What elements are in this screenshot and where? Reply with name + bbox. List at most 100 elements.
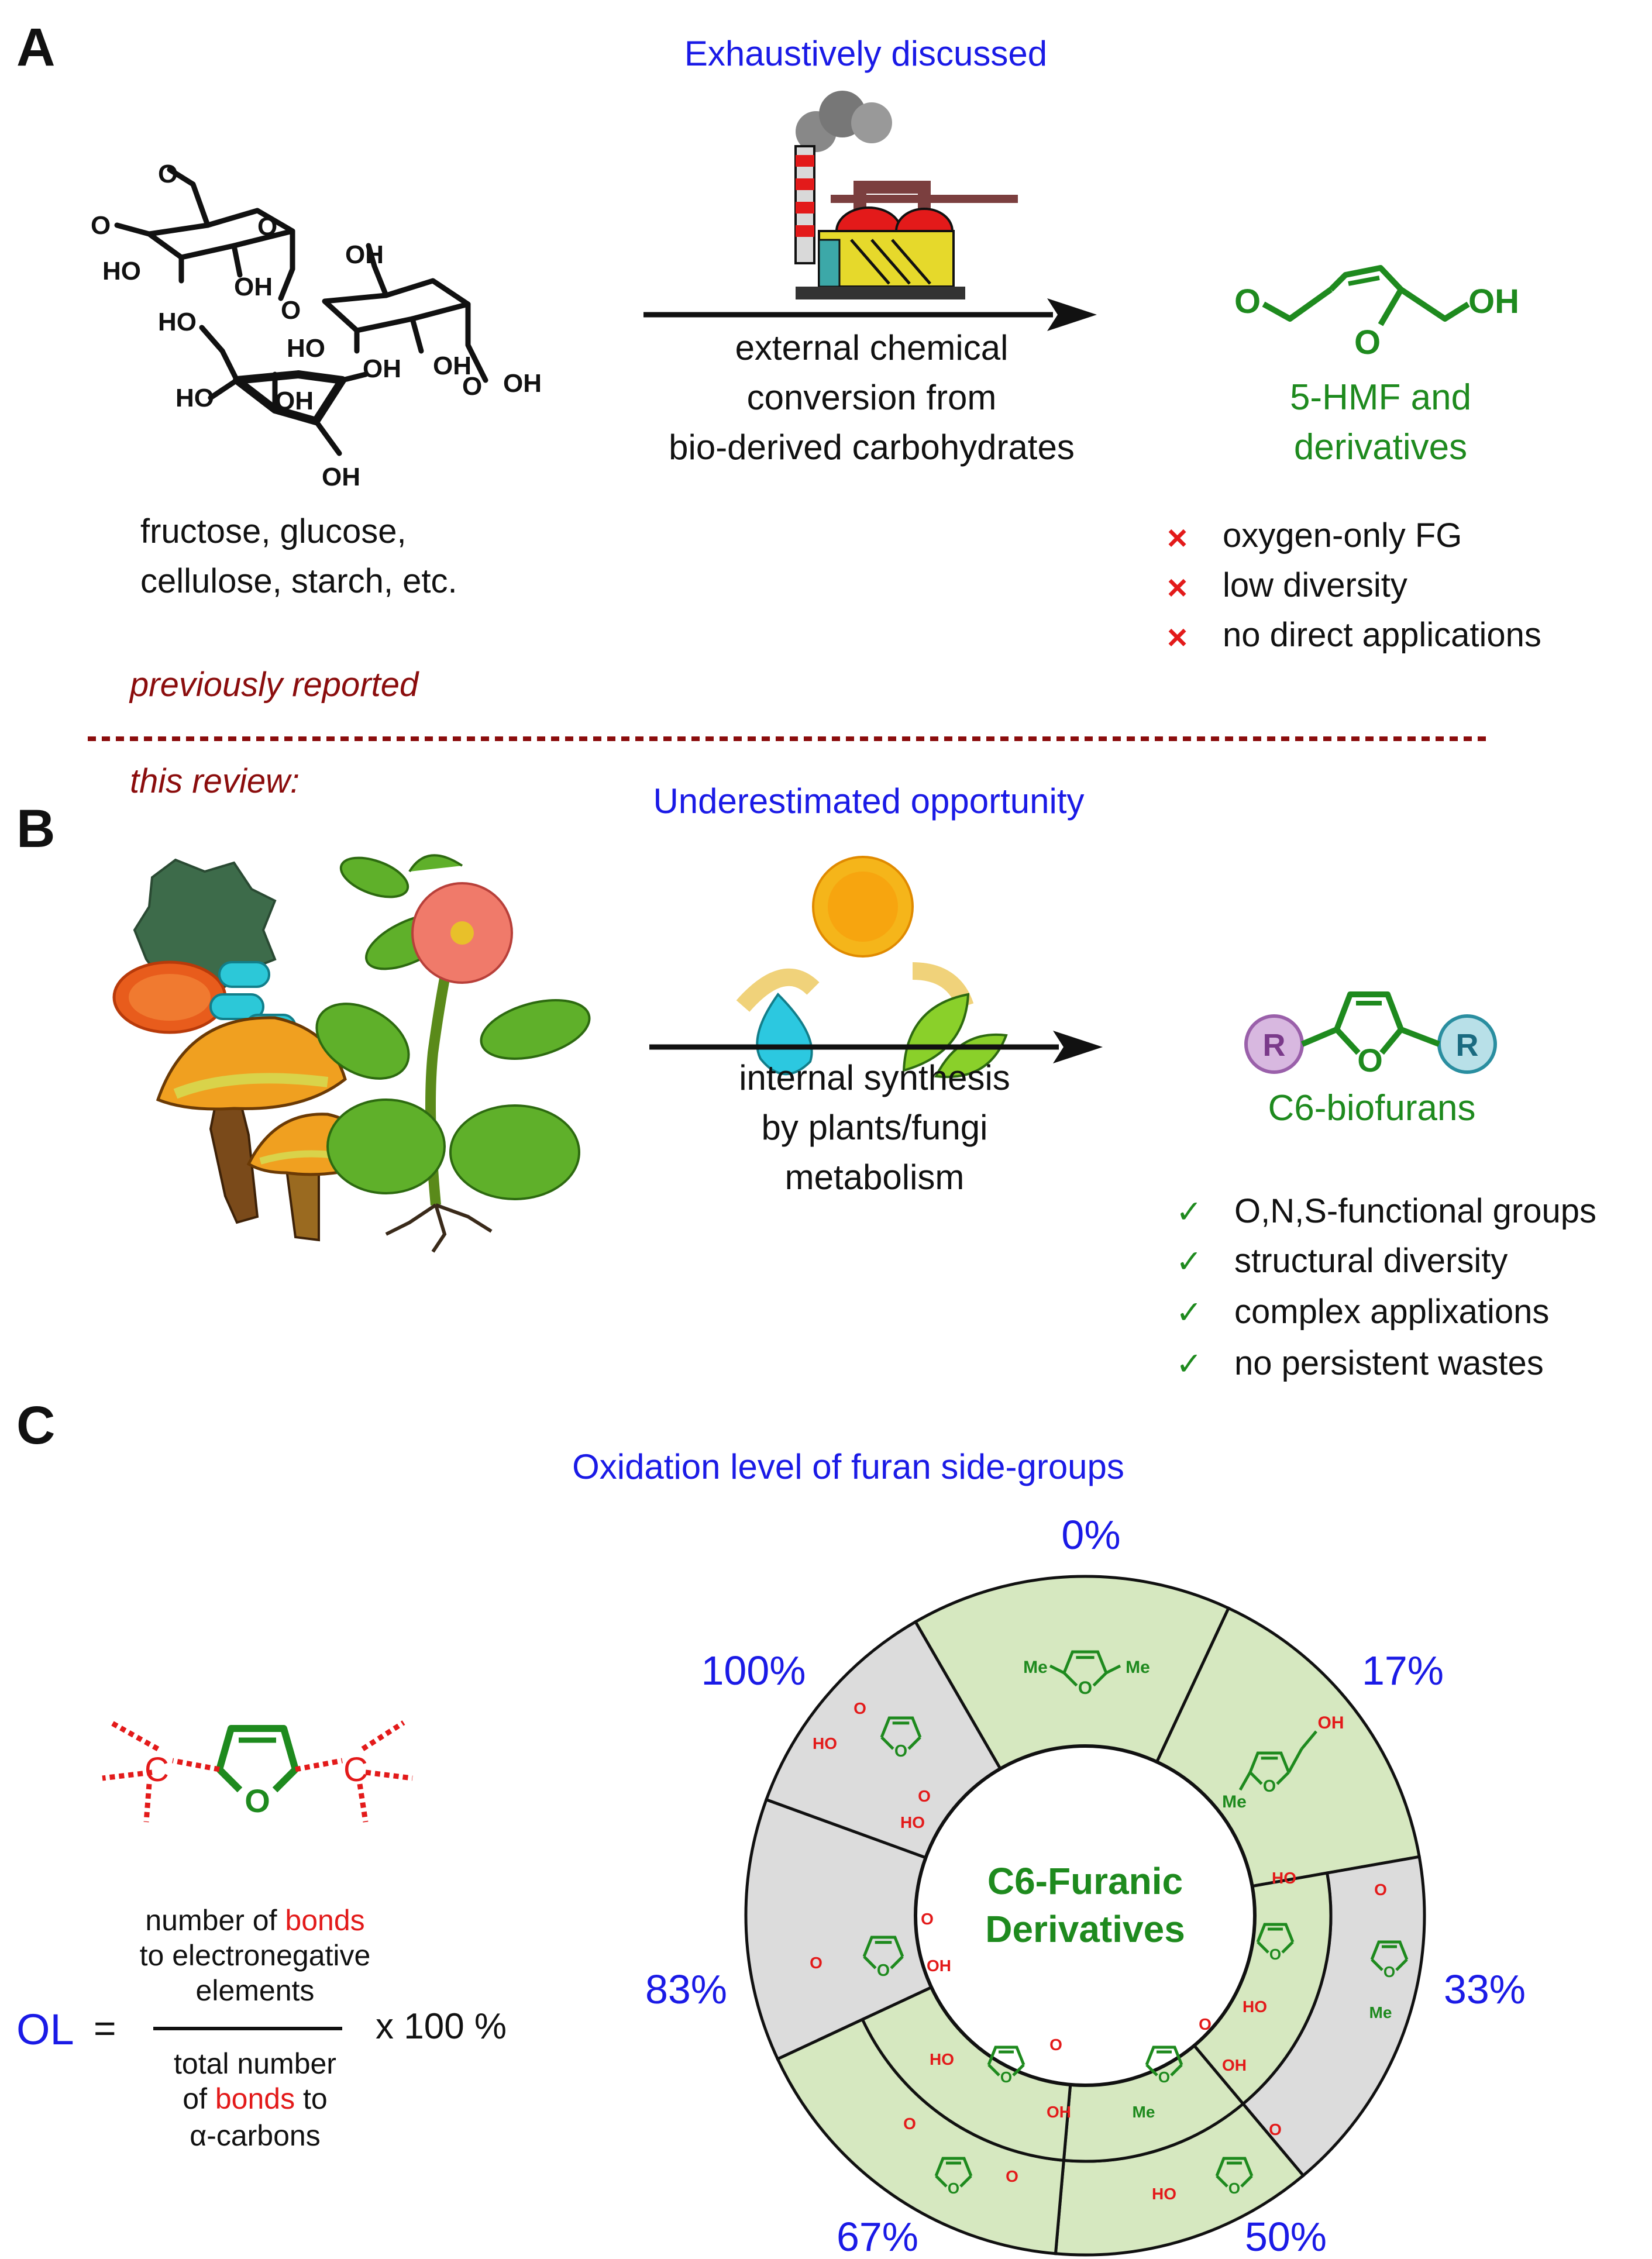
hmf-structure [1262,265,1470,326]
check-icon: ✓ [1176,1244,1202,1279]
hmf-name-1: 5-HMF and [1290,377,1471,418]
svg-text:HO: HO [1272,1869,1296,1887]
svg-text:O: O [91,211,111,240]
ol-symbol: OL [16,2005,74,2054]
pct-50: 50% [1245,2214,1327,2259]
svg-text:O: O [1006,2167,1018,2185]
pct-83: 83% [645,1967,727,2012]
svg-text:OH: OH [433,352,471,380]
svg-text:α-carbons: α-carbons [190,2119,320,2152]
cons-item: no direct applications [1223,616,1541,654]
svg-text:O: O [1000,2068,1012,2086]
r-group-right: R [1456,1028,1479,1063]
pct-0: 0% [1061,1512,1120,1558]
svg-text:HO: HO [287,334,325,363]
svg-text:HO: HO [813,1734,837,1752]
svg-text:OH: OH [234,273,273,301]
cross-icon: × [1167,518,1188,557]
svg-text:O: O [1383,1963,1395,1981]
svg-text:O: O [1049,2036,1062,2054]
svg-text:OH: OH [1047,2103,1071,2121]
svg-text:O: O [281,296,301,325]
svg-text:O: O [877,1961,890,1980]
panel-b-arrow-text-1: internal synthesis [739,1058,1010,1097]
cross-icon: × [1167,568,1188,607]
carbohydrate-labels: O O O O HO OH OH OH HO HO OH OH HO OH OH… [91,160,542,491]
cons-item: low diversity [1223,566,1407,604]
molecule-methylfurfural: O O Me [1369,1881,1409,2022]
hmf-ring-o: O [1354,323,1381,361]
svg-text:Me: Me [1023,1658,1048,1677]
panel-b-arrow-text-2: by plants/fungi [762,1108,988,1147]
svg-text:HO: HO [175,384,214,412]
svg-text:O: O [462,372,482,401]
cons-item: oxygen-only FG [1223,516,1462,555]
pct-100: 100% [701,1648,806,1693]
svg-text:O: O [903,2115,916,2133]
svg-text:O: O [1228,2179,1240,2197]
svg-text:O: O [1269,1945,1281,1963]
svg-text:HO: HO [158,308,197,336]
check-icon: ✓ [1176,1295,1202,1330]
hmf-name-2: derivatives [1294,427,1467,467]
alpha-carbon-left: C [144,1751,169,1789]
hmf-oh: OH [1468,283,1519,321]
check-icon: ✓ [1176,1347,1202,1382]
cons-list: × oxygen-only FG × low diversity × no di… [1167,516,1541,657]
svg-text:O: O [810,1954,822,1972]
donut-center-2: Derivatives [985,1908,1185,1950]
svg-text:O: O [1374,1881,1387,1899]
oxidation-donut [744,1575,1426,2257]
svg-text:HO: HO [930,2050,954,2068]
svg-text:OH: OH [1318,1713,1344,1733]
svg-text:O: O [853,1699,866,1717]
alpha-carbon-right: C [343,1751,368,1789]
alpha-furan-o: O [245,1782,270,1819]
check-icon: ✓ [1176,1194,1202,1230]
svg-text:O: O [921,1910,934,1928]
molecule-hmf-small: O HO O [1152,2120,1282,2203]
svg-text:number of bonds: number of bonds [145,1904,364,1937]
pros-item: structural diversity [1234,1242,1508,1280]
biofuran-ring-o: O [1357,1042,1383,1079]
svg-text:Me: Me [1369,2003,1392,2022]
svg-text:Me: Me [1126,1658,1150,1677]
svg-text:OH: OH [927,1957,951,1975]
percentage-labels: 0% 17% 33% 50% 67% 83% 100% [645,1512,1526,2259]
svg-text:OH: OH [1222,2056,1247,2074]
svg-text:O: O [1078,1678,1092,1698]
svg-text:of bonds to: of bonds to [183,2082,327,2115]
panel-b-label: B [16,799,55,859]
svg-text:O: O [158,160,178,188]
biofuran-name: C6-biofurans [1268,1088,1476,1128]
panel-a-label: A [16,18,55,77]
panel-a-arrow [643,298,1097,331]
hmf-aldehyde-o: O [1234,283,1261,321]
pros-item: complex applixations [1234,1293,1549,1331]
panel-b-arrow-text-3: metabolism [785,1158,965,1197]
svg-text:HO: HO [1152,2185,1176,2203]
svg-text:O: O [894,1742,907,1761]
donut-center-1: C6-Furanic [987,1860,1183,1902]
svg-text:HO: HO [900,1813,925,1831]
cross-icon: × [1167,618,1188,657]
svg-text:OH: OH [275,387,314,415]
svg-text:Me: Me [1133,2103,1155,2121]
ol-multiplier: x 100 % [376,2006,507,2047]
svg-text:O: O [257,212,277,241]
svg-text:O: O [1269,2120,1282,2139]
panel-c-title: Oxidation level of furan side-groups [572,1447,1124,1486]
donut-center [914,1744,1257,2087]
molecule-dimethylfuran: O Me Me [1023,1650,1150,1698]
alpha-carbon-furan [102,1720,413,1823]
panel-a-arrow-text-3: bio-derived carbohydrates [669,428,1075,467]
svg-text:OH: OH [322,463,360,491]
factory-icon [794,91,1018,299]
molecule-formyl-furoic-acid: O O O OH [810,1910,951,1980]
pct-17: 17% [1362,1648,1444,1693]
molecule-hmfca: O HO O OH [930,2036,1071,2121]
pct-33: 33% [1444,1967,1526,2012]
